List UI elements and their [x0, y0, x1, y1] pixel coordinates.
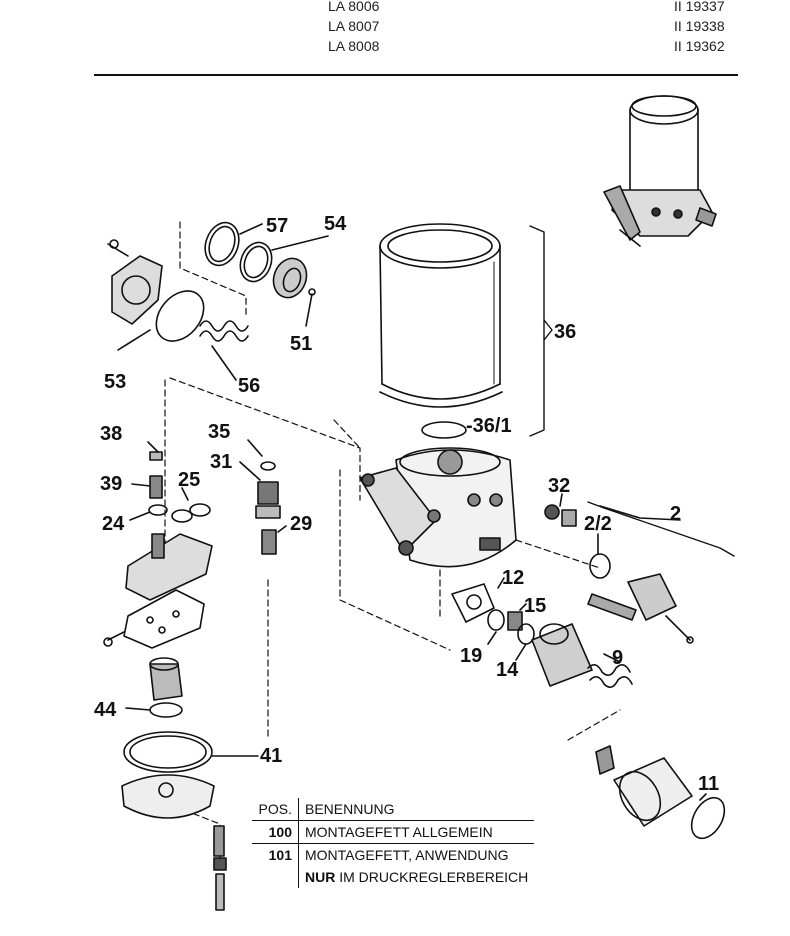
legend-empty-cell [252, 866, 299, 888]
legend-head-pos: POS. [252, 798, 299, 821]
bottom-cover-part-41 [121, 731, 215, 819]
label-36: 36 [554, 321, 576, 343]
label-38: 38 [100, 423, 122, 445]
seal-ring-part-36-1 [421, 421, 467, 439]
header-rule [94, 74, 738, 76]
model-la8007: LA 8007 [328, 18, 380, 34]
label-51: 51 [290, 333, 312, 355]
label-31: 31 [210, 451, 232, 473]
assembly-overview-image [603, 95, 717, 247]
label-12: 12 [502, 567, 524, 589]
label-14: 14 [496, 659, 519, 681]
legend-bold-word: NUR [305, 869, 336, 885]
legend-row-pos: 100 [252, 820, 299, 844]
code-19337: II 19337 [674, 0, 725, 14]
cover-part-53 [107, 239, 163, 325]
model-list: LA 8006 LA 8007 LA 8008 [328, 0, 379, 56]
legend-head-name: BENENNUNG [298, 798, 535, 821]
label-24: 24 [102, 513, 125, 535]
filter-element [531, 623, 593, 687]
legend-row-name: MONTAGEFETT, ANWENDUNG [305, 847, 509, 863]
model-la8006: LA 8006 [328, 0, 380, 14]
label-41: 41 [260, 745, 282, 767]
label-29: 29 [290, 513, 312, 535]
label-32: 32 [548, 475, 570, 497]
unloader-valve-part-2 [587, 573, 694, 644]
label-54: 54 [324, 213, 347, 235]
label-2-2: 2/2 [584, 513, 612, 535]
legend-row-continuation: NUR IM DRUCKREGLERBEREICH [299, 866, 535, 888]
legend-row-name: MONTAGEFETT ALLGEMEIN [298, 820, 535, 844]
label-25: 25 [178, 469, 200, 491]
label-36-1: -36/1 [466, 415, 512, 437]
label-39: 39 [100, 473, 122, 495]
cartridge-housing-part-36 [379, 223, 503, 408]
valve-body-main [359, 447, 517, 568]
label-9: 9 [612, 647, 623, 669]
label-44: 44 [94, 699, 117, 721]
label-57: 57 [266, 215, 288, 237]
label-19: 19 [460, 645, 482, 667]
model-la8008: LA 8008 [328, 38, 380, 54]
silencer-part-11 [595, 745, 726, 840]
label-11: 11 [698, 773, 719, 795]
code-19362: II 19362 [674, 38, 725, 54]
code-list: II 19337 II 19338 II 19362 [674, 0, 725, 56]
valve-plate-assembly [103, 533, 213, 649]
label-53: 53 [104, 371, 126, 393]
legend-row-pos: 101 [252, 843, 299, 866]
label-2: 2 [670, 503, 681, 525]
label-35: 35 [208, 421, 230, 443]
label-15: 15 [524, 595, 546, 617]
code-19338: II 19338 [674, 18, 725, 34]
legend-rest-text: IM DRUCKREGLERBEREICH [335, 869, 529, 885]
legend-table: POS. BENENNUNG 100 MONTAGEFETT ALLGEMEIN… [252, 798, 535, 888]
label-56: 56 [238, 375, 260, 397]
